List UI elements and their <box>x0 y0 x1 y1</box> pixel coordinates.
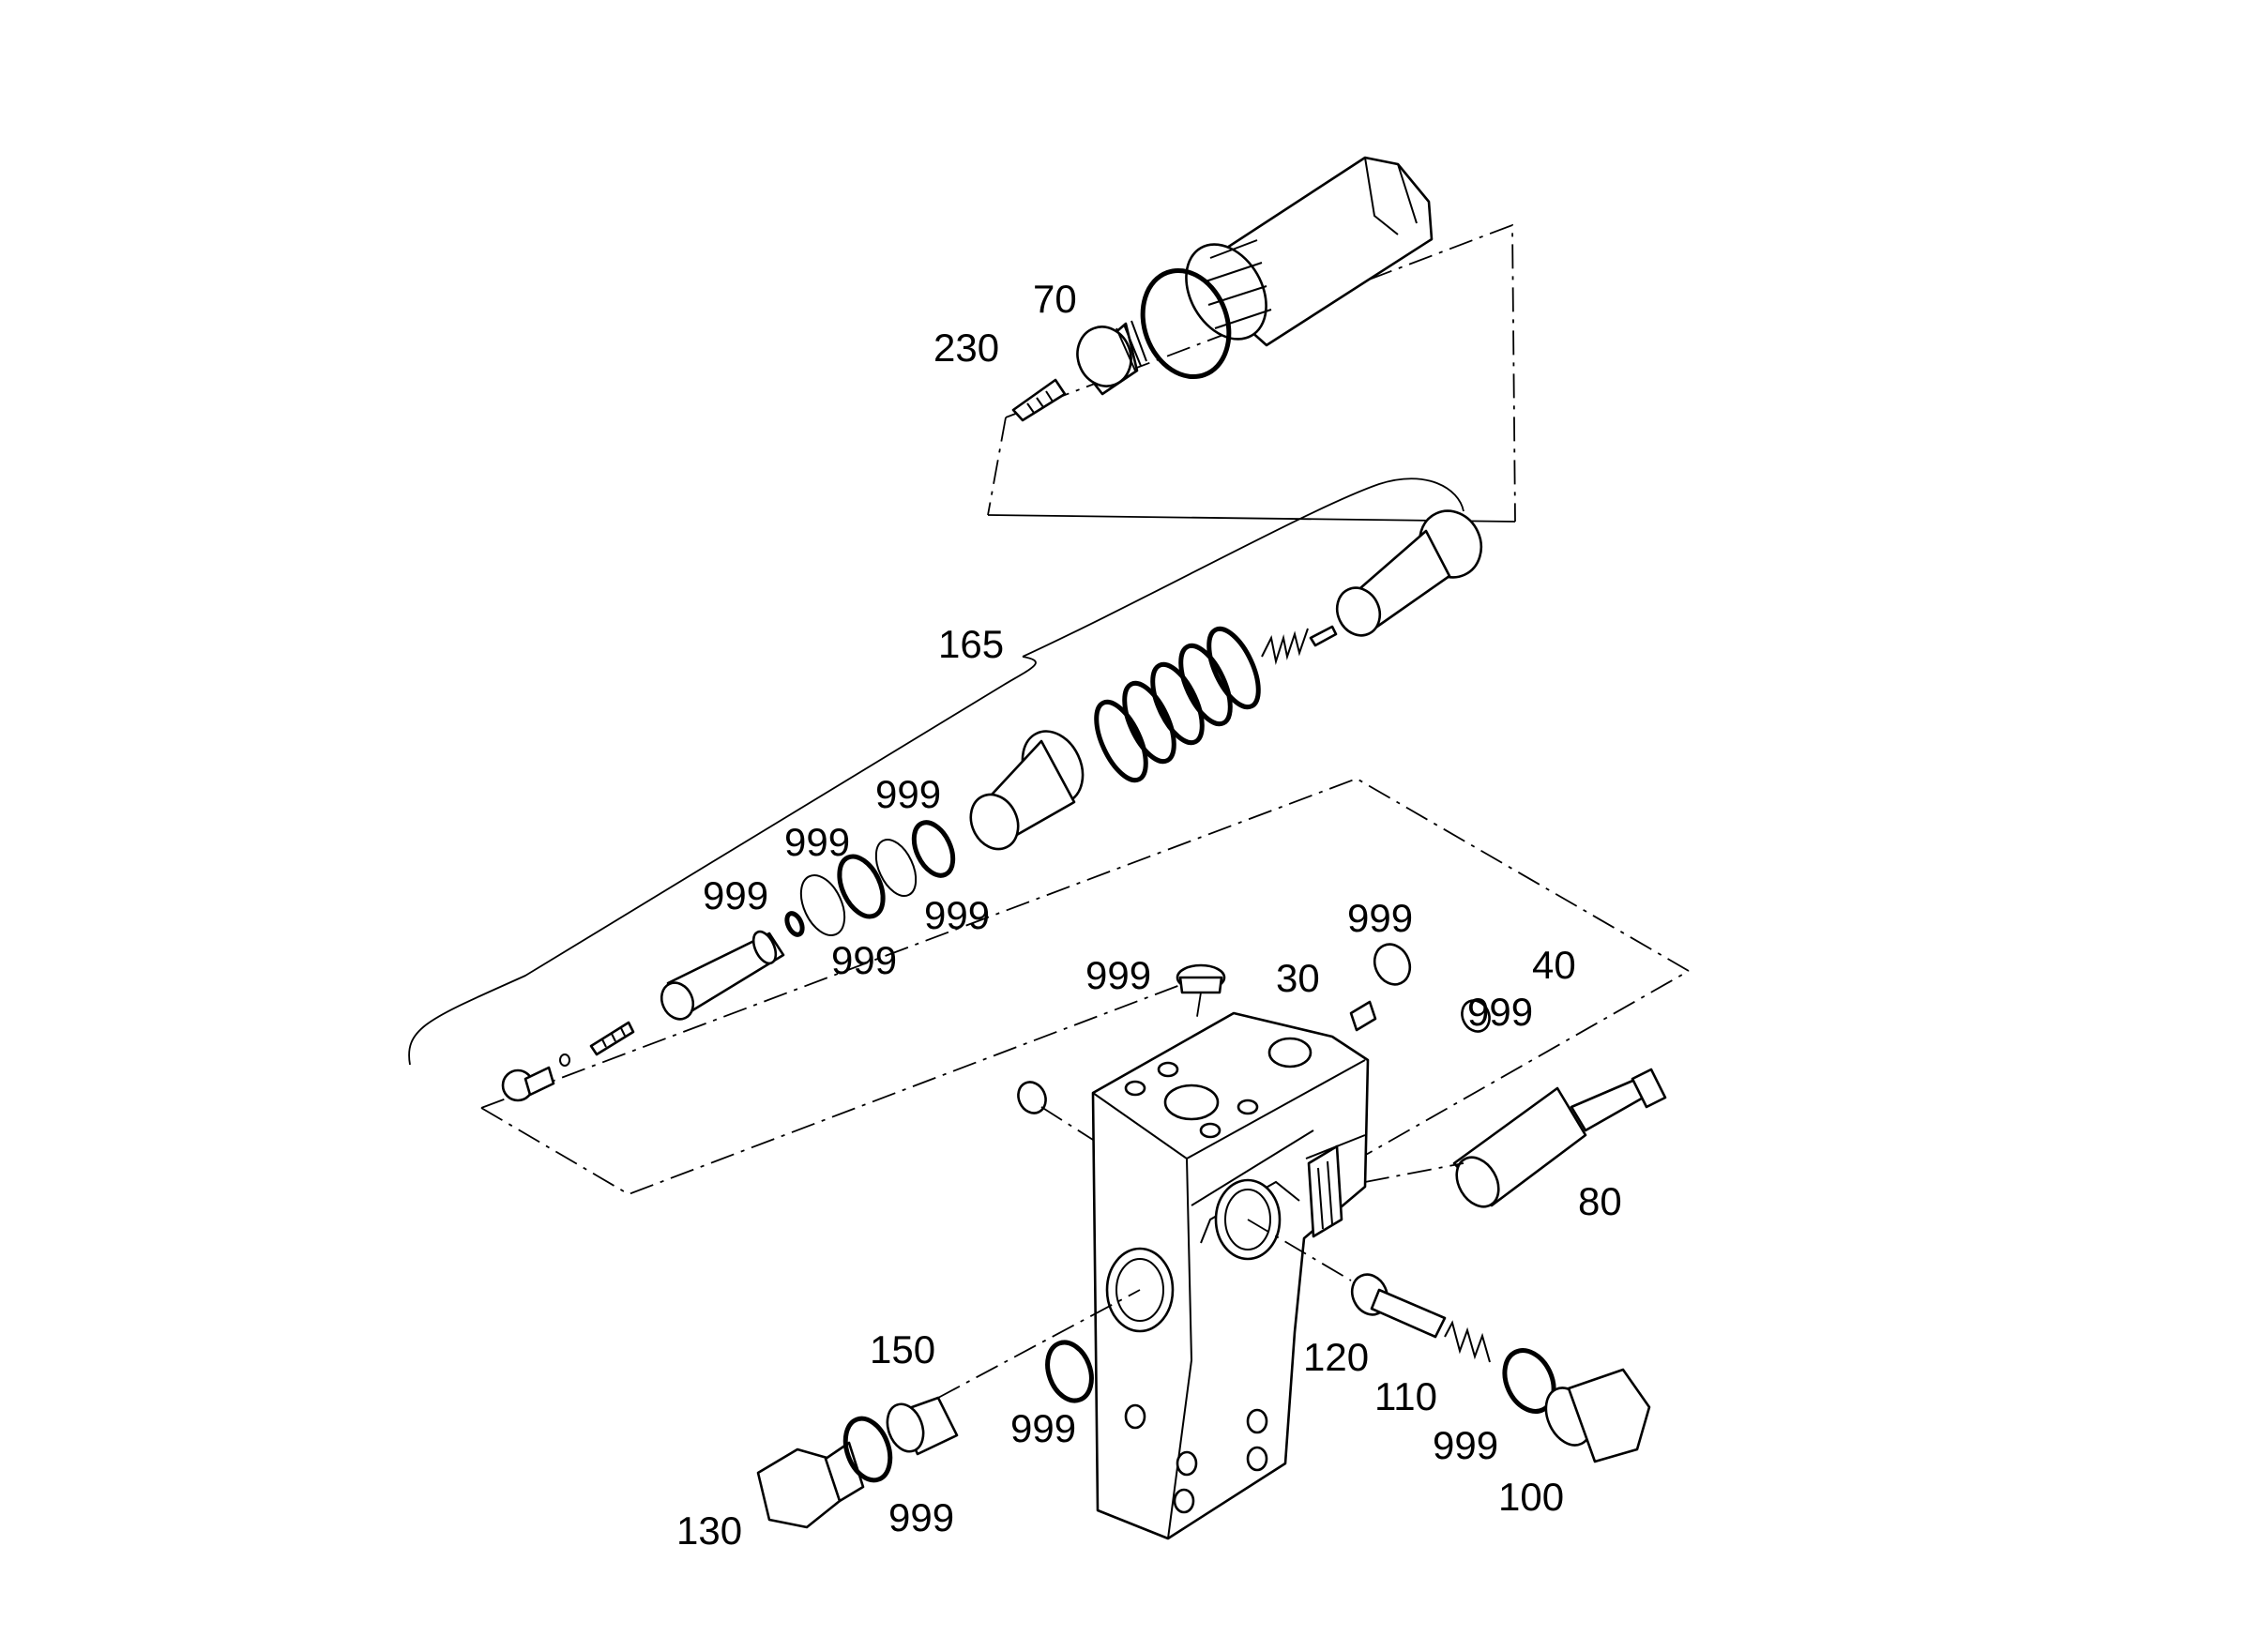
label-part-130: 130 <box>676 1508 743 1553</box>
label-part-165: 165 <box>938 622 1005 666</box>
bracket-165 <box>408 477 1464 1066</box>
label-part-110: 110 <box>1374 1374 1437 1418</box>
main-valve-block <box>1091 1011 1370 1540</box>
label-part-999-seal-bottom: 999 <box>888 1495 955 1539</box>
part-110-spring <box>1444 1320 1491 1363</box>
part-80-cartridge <box>1452 1068 1667 1208</box>
small-spring <box>1261 625 1338 665</box>
label-part-999-plug-right: 999 <box>1347 896 1414 940</box>
top-housing <box>1185 156 1434 347</box>
top-plugs <box>1017 943 1491 1114</box>
label-part-100: 100 <box>1498 1475 1565 1519</box>
label-part-999-seal-left: 999 <box>1010 1406 1077 1450</box>
label-part-120: 120 <box>1303 1335 1370 1379</box>
label-part-999-seal-3: 999 <box>703 873 769 917</box>
part-70-insert <box>1076 320 1147 396</box>
part-230-screw <box>1011 378 1067 422</box>
label-part-999-seal-2: 999 <box>784 820 851 864</box>
left-plug-assembly <box>756 1340 1094 1529</box>
lower-assembly-frame <box>480 778 1690 1195</box>
end-plug <box>501 1053 570 1102</box>
label-part-999-seal-4: 999 <box>924 893 991 937</box>
needle-screw <box>589 1021 635 1056</box>
o-ring-stack <box>784 820 956 937</box>
label-part-999-seal-1: 999 <box>875 772 942 816</box>
label-part-150: 150 <box>870 1327 936 1372</box>
right-plug-assembly <box>1502 1348 1651 1463</box>
label-part-40: 40 <box>1532 943 1576 987</box>
spring-seat <box>969 730 1085 851</box>
label-part-999-seal-right: 999 <box>1433 1423 1499 1467</box>
housing-o-ring <box>1140 267 1232 380</box>
pilot-piston <box>660 930 785 1021</box>
part-120-poppet <box>1350 1273 1447 1339</box>
label-part-230: 230 <box>933 326 1000 370</box>
axis-lines <box>937 992 1464 1399</box>
label-part-80: 80 <box>1578 1179 1622 1223</box>
label-part-30: 30 <box>1276 956 1320 1000</box>
label-part-70: 70 <box>1033 277 1077 321</box>
label-part-999-plug-40: 999 <box>1467 990 1534 1034</box>
label-part-999-plug-top: 999 <box>1085 953 1152 997</box>
label-part-999-seal-5: 999 <box>831 938 898 982</box>
large-spring <box>1094 626 1261 783</box>
piston-spool <box>1335 509 1483 637</box>
